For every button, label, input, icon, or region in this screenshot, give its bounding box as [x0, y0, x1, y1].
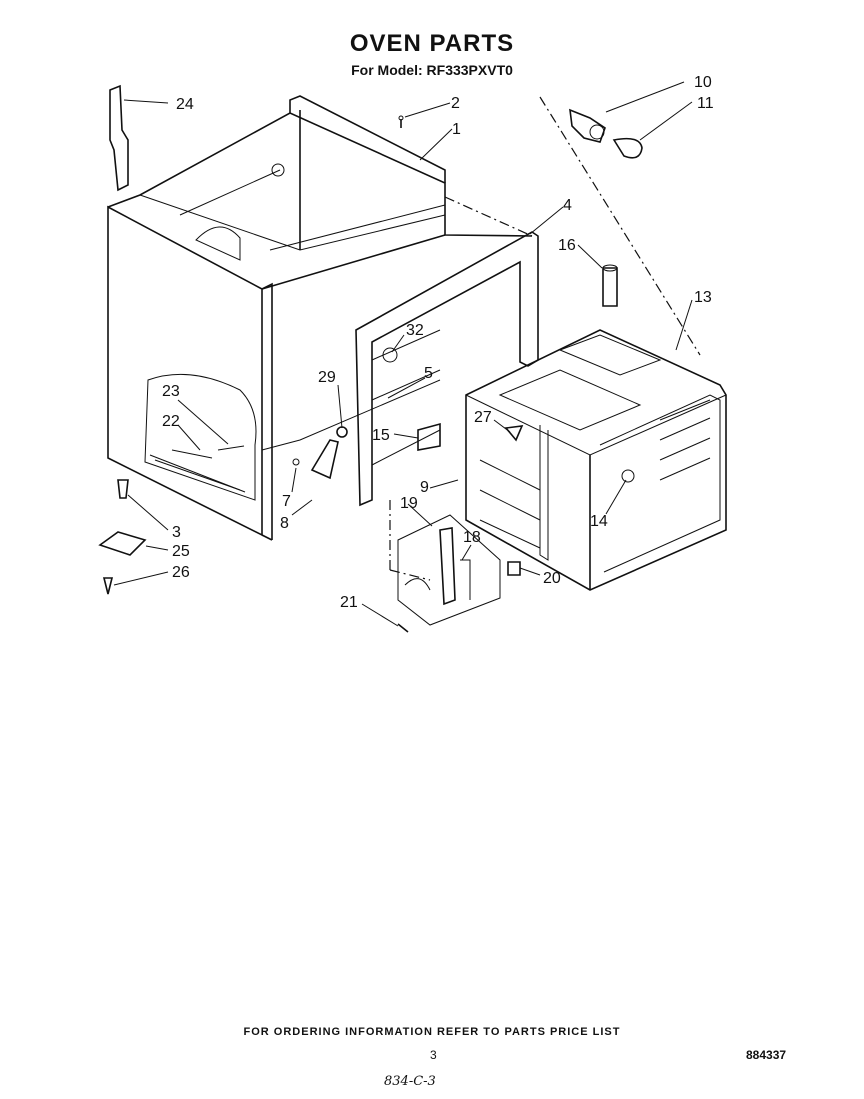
callout-22: 22: [162, 413, 180, 430]
page-title: OVEN PARTS: [349, 30, 515, 57]
callout-9: 9: [420, 479, 429, 496]
callout-29: 29: [318, 369, 336, 386]
callout-14: 14: [590, 513, 608, 530]
callout-23: 23: [162, 383, 180, 400]
callout-20: 20: [543, 570, 561, 587]
part-26-tip: [102, 577, 114, 595]
part-16-post: [602, 264, 618, 307]
part-27-clip: [504, 425, 524, 442]
callout-32: 32: [406, 322, 424, 339]
callout-16: 16: [558, 237, 576, 254]
callout-3: 3: [172, 524, 181, 541]
light-socket: [569, 108, 606, 143]
callout-21: 21: [340, 594, 358, 611]
callout-13: 13: [694, 289, 712, 306]
callout-1: 1: [452, 121, 461, 138]
callout-24: 24: [176, 96, 194, 113]
part-29-plug: [336, 426, 348, 438]
leader-lines: [113, 81, 693, 627]
callout-15: 15: [372, 427, 390, 444]
part-21-spring: [397, 623, 409, 633]
hinge-assembly: [397, 514, 501, 626]
part-8-bracket: [310, 439, 339, 480]
callout-25: 25: [172, 543, 190, 560]
model-line: For Model: RF333PXVT0: [0, 62, 864, 78]
part-20-screw: [507, 561, 521, 576]
callout-2: 2: [451, 95, 460, 112]
callout-11: 11: [697, 95, 714, 112]
part-15-clip: [417, 422, 441, 451]
callout-26: 26: [172, 564, 190, 581]
ordering-note: FOR ORDERING INFORMATION REFER TO PARTS …: [243, 1026, 621, 1038]
part-25-bracket: [98, 531, 147, 556]
callout-7: 7: [282, 493, 291, 510]
callout-10: 10: [694, 74, 712, 91]
document-number: 884337: [746, 1048, 787, 1062]
part-2-screw: [398, 115, 404, 128]
part-7-screw: [292, 458, 300, 466]
model-number: RF333PXVT0: [426, 62, 513, 78]
callout-4: 4: [563, 197, 572, 214]
part-24-bracket: [109, 84, 129, 192]
callout-18: 18: [463, 529, 481, 546]
callout-27: 27: [474, 409, 492, 426]
callout-5: 5: [424, 365, 433, 382]
cabinet-body: [107, 95, 533, 541]
page-number: 3: [430, 1048, 437, 1062]
callout-8: 8: [280, 515, 289, 532]
part-3-screw: [117, 479, 129, 499]
callout-19: 19: [400, 495, 418, 512]
handwritten-note: 834-C-3: [384, 1074, 436, 1089]
light-bulb: [612, 137, 643, 159]
oven-cavity: [465, 329, 727, 591]
front-frame: [355, 231, 539, 507]
callout-labels: 24 2 1 10 11 4 16 13 32 5 29 23 22 27 15…: [162, 74, 714, 611]
model-prefix: For Model:: [351, 62, 423, 78]
